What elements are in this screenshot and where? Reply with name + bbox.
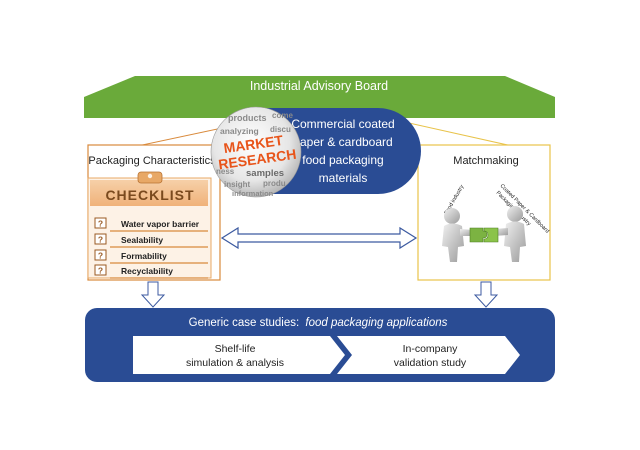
checklist-item-label: Recyclability	[121, 266, 173, 276]
globe-word: information	[232, 189, 274, 198]
center-line-3: food packaging	[302, 153, 383, 167]
clipboard-header-label: CHECKLIST	[105, 187, 194, 203]
globe-word: come	[272, 111, 293, 120]
case-studies-title-prefix: Generic case studies:	[189, 317, 300, 329]
market-research-globe-icon: products come analyzing discu ness sampl…	[210, 106, 302, 198]
globe-word: samples	[246, 168, 284, 179]
left-panel-title: Packaging Characteristics	[88, 155, 216, 167]
center-line-2: paper & cardboard	[293, 135, 392, 149]
case-studies-title-italic: food packaging applications	[305, 317, 447, 329]
puzzle-piece-right	[483, 227, 499, 243]
figure-body	[442, 223, 464, 262]
down-arrow-icon	[140, 281, 166, 308]
globe-word: products	[228, 113, 267, 123]
step-validation-shape	[337, 336, 520, 374]
globe-word: ness	[216, 167, 235, 176]
down-arrow-icon	[473, 281, 499, 308]
figure-head	[444, 208, 460, 224]
checkbox	[94, 264, 107, 276]
matchmaking-panel: Matchmaking Food industry Coated Paper &…	[417, 144, 551, 281]
double-arrow-connector	[220, 226, 418, 250]
step-shelf-life-line-2: simulation & analysis	[186, 357, 284, 369]
step-validation-line-1: In-company	[403, 343, 459, 355]
globe-word: produ	[263, 179, 286, 188]
checklist-item-label: Sealability	[121, 235, 163, 245]
globe-word: insight	[224, 180, 251, 189]
right-panel-title: Matchmaking	[453, 155, 518, 167]
checklist-item-label: Water vapor barrier	[121, 219, 200, 229]
checkbox-mark: ?	[98, 251, 103, 261]
checklist-item-label: Formability	[121, 251, 167, 261]
step-shelf-life-line-1: Shelf-life	[215, 343, 256, 355]
checkbox-mark: ?	[98, 219, 103, 229]
checklist-items: ? Water vapor barrier ? Sealability ? Fo…	[94, 217, 208, 279]
figure-head	[507, 206, 523, 222]
globe-word: analyzing	[220, 126, 259, 136]
case-studies-title: Generic case studies: food packaging app…	[189, 317, 448, 329]
checkbox	[94, 217, 107, 229]
checkbox-mark: ?	[98, 266, 103, 276]
figure-body	[504, 221, 526, 262]
checkbox	[94, 249, 107, 261]
checklist-item: ? Recyclability	[94, 264, 208, 279]
checkbox-mark: ?	[98, 235, 103, 245]
puzzle-pieces-icon	[469, 227, 499, 243]
checklist-item: ? Sealability	[94, 233, 208, 248]
clipboard-clip-hole	[147, 173, 153, 179]
down-arrow-left	[140, 281, 166, 308]
clipboard-header-band	[90, 180, 208, 206]
case-studies-bar: Generic case studies: food packaging app…	[85, 308, 555, 382]
step-validation-line-2: validation study	[394, 357, 467, 369]
checklist-item: ? Formability	[94, 249, 208, 264]
globe-word: discu	[270, 125, 291, 134]
center-line-4: materials	[319, 171, 368, 185]
double-arrow-icon	[220, 226, 418, 250]
advisory-board-title: Industrial Advisory Board	[250, 79, 388, 93]
step-shelf-life-shape	[133, 336, 345, 374]
packaging-characteristics-panel: Packaging Characteristics CHECKLIST ? Wa…	[87, 144, 221, 281]
roof-shape	[84, 76, 555, 118]
right-panel-frame	[417, 144, 551, 281]
checkbox	[94, 233, 107, 245]
center-line-1: Commercial coated	[291, 117, 394, 131]
down-arrow-right	[473, 281, 499, 308]
globe-shape	[210, 106, 302, 198]
checklist-item: ? Water vapor barrier	[94, 217, 208, 232]
